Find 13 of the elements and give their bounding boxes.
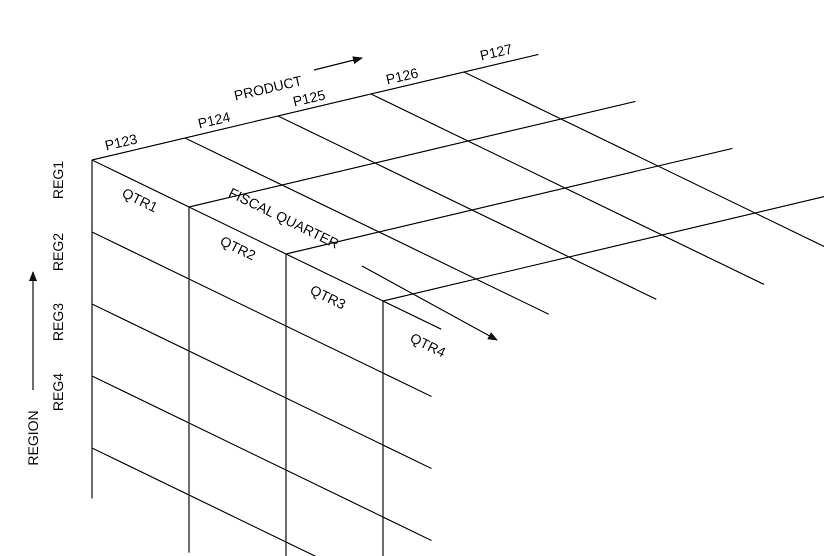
region-label: REG1 — [51, 160, 65, 200]
region-label: REG2 — [51, 232, 65, 272]
quarter-label: QTR1 — [120, 186, 160, 214]
quarter-label: QTR2 — [218, 234, 258, 262]
quarter-label: QTR3 — [308, 282, 348, 312]
axis-title: REGION — [26, 410, 40, 466]
region-label: REG3 — [51, 302, 65, 342]
region-label: REG4 — [51, 372, 65, 412]
quarter-label: QTR4 — [408, 330, 448, 360]
product-label: P126 — [384, 66, 420, 86]
product-label: P127 — [478, 42, 514, 62]
product-label: P124 — [196, 110, 232, 130]
product-label: P123 — [104, 132, 138, 152]
